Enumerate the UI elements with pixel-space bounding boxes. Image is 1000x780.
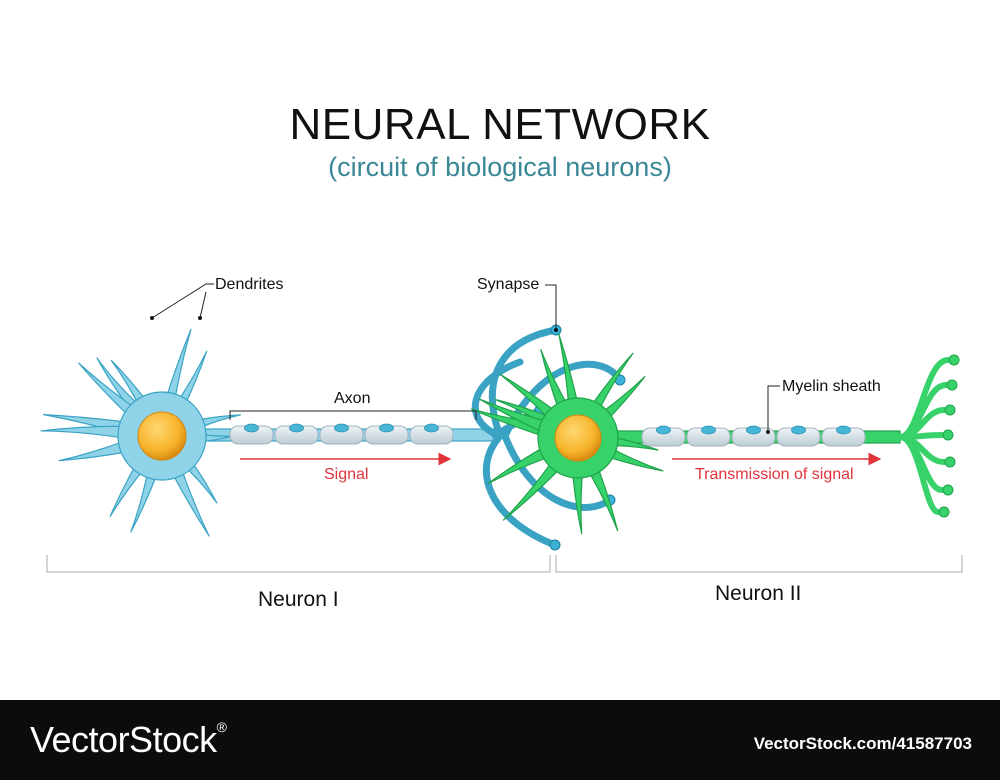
nucleus-neuron-1 — [137, 411, 187, 461]
axon-label: Axon — [334, 390, 371, 407]
leader-dots — [150, 316, 770, 434]
registered-mark: ® — [216, 719, 227, 735]
myelin-dot — [766, 430, 770, 434]
axon-terminal-knob-neuron-2 — [944, 456, 956, 468]
myelin-neuron-1-node — [289, 423, 304, 433]
brand-logo: VectorStock® — [30, 719, 227, 761]
neuron-2-label: Neuron II — [715, 582, 802, 605]
neuron-1-bracket — [46, 555, 551, 573]
neural-network-illustration — [40, 283, 963, 573]
axon-terminal-knob-neuron-2 — [946, 379, 958, 391]
transmission-label: Transmission of signal — [695, 466, 854, 483]
myelin-neuron-2-node — [791, 425, 806, 435]
myelin-neuron-1-node — [424, 423, 439, 433]
axon-bracket — [229, 410, 477, 420]
myelin-neuron-1-node — [244, 423, 259, 433]
synapse-dot — [554, 328, 558, 332]
dendrites-label: Dendrites — [215, 276, 284, 293]
dendrites-dot-1 — [150, 316, 154, 320]
nucleus-neuron-2 — [554, 414, 602, 462]
dendrites-leader-1 — [151, 283, 214, 319]
neuron-1 — [40, 328, 501, 537]
diagram-title: NEURAL NETWORK — [289, 100, 711, 149]
dendrites-dot-2 — [198, 316, 202, 320]
neuron-1-label: Neuron I — [258, 588, 339, 611]
myelin-neuron-2-node — [656, 425, 671, 435]
axon-terminal-branch — [471, 358, 524, 440]
neuron-2 — [470, 333, 960, 535]
synapse-label: Synapse — [477, 276, 540, 293]
diagram-subtitle: (circuit of biological neurons) — [328, 152, 672, 182]
axon-terminal-branch-neuron-2 — [897, 434, 941, 515]
neuron-2-bracket — [555, 555, 963, 573]
axon-terminal-knob-neuron-2 — [942, 484, 954, 496]
myelin-leader — [767, 385, 780, 432]
diagram: NEURAL NETWORK (circuit of biological ne… — [40, 100, 963, 611]
synapse-leader — [545, 284, 557, 330]
watermark-footer: VectorStock® VectorStock.com/41587703 — [0, 700, 1000, 780]
axon-terminal-knob-neuron-2 — [944, 404, 956, 416]
myelin-neuron-2-node — [746, 425, 761, 435]
signal-label: Signal — [324, 466, 369, 483]
brand-name: VectorStock — [30, 719, 217, 760]
axon-terminal-knob-neuron-2 — [948, 354, 960, 366]
myelin-neuron-1-node — [379, 423, 394, 433]
myelin-neuron-1-node — [334, 423, 349, 433]
synaptic-bouton — [549, 539, 561, 551]
myelin-neuron-2-node — [836, 425, 851, 435]
axon-terminal-knob-neuron-2 — [938, 506, 950, 518]
image-id: VectorStock.com/41587703 — [753, 734, 972, 753]
axon-terminal-branch — [501, 432, 614, 511]
axon-terminal-knob-neuron-2 — [942, 429, 954, 441]
label-leader-lines — [46, 283, 963, 573]
myelin-neuron-2-node — [701, 425, 716, 435]
axon-terminal-branch — [482, 432, 559, 549]
myelin-sheath-label: Myelin sheath — [782, 378, 881, 395]
dendrites-leader-2 — [199, 291, 207, 319]
